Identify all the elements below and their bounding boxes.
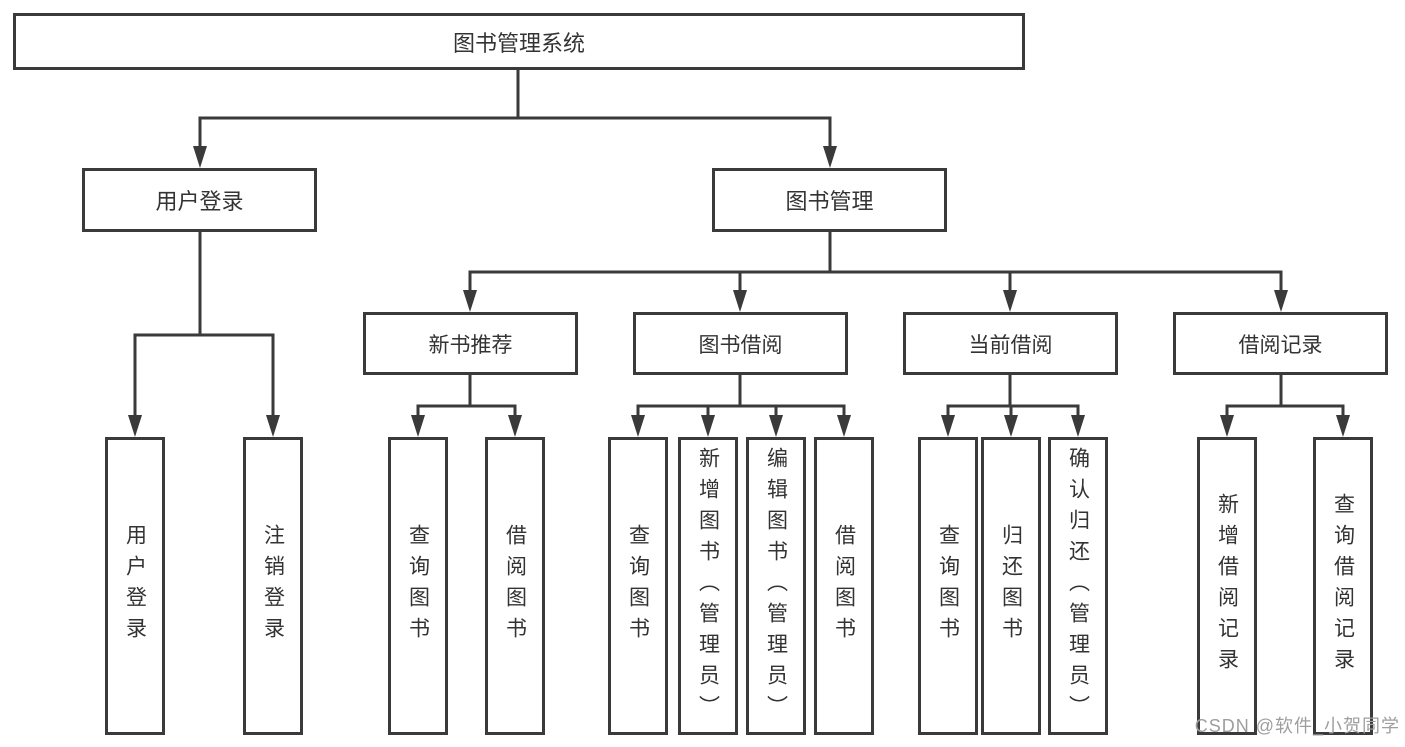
node-leaf-borrow-books-1: 借阅图书 xyxy=(485,437,545,735)
leaf-label: 新增图书（管理员） xyxy=(696,446,720,726)
node-book-management: 图书管理 xyxy=(712,168,947,232)
node-leaf-query-books-2: 查询图书 xyxy=(608,437,668,735)
connector-borrow-records-branch xyxy=(1220,373,1350,437)
node-leaf-add-book-admin: 新增图书（管理员） xyxy=(678,437,738,735)
arrowhead-icon xyxy=(193,146,207,168)
connector-root-to-level2 xyxy=(193,68,837,168)
arrowhead-icon xyxy=(1220,415,1234,437)
leaf-label: 借阅图书 xyxy=(503,524,527,648)
leaf-label: 查询图书 xyxy=(936,524,960,648)
node-leaf-logout: 注销登录 xyxy=(243,437,303,735)
connector-line xyxy=(946,373,1080,422)
node-new-book-recommend: 新书推荐 xyxy=(363,312,578,375)
node-leaf-borrow-books-2: 借阅图书 xyxy=(814,437,874,735)
node-borrow-records: 借阅记录 xyxy=(1173,312,1388,375)
leaf-label: 借阅图书 xyxy=(832,524,856,648)
arrowhead-icon xyxy=(463,290,477,312)
connector-line xyxy=(1225,373,1345,422)
arrowhead-icon xyxy=(701,415,715,437)
leaf-label: 查询图书 xyxy=(626,524,650,648)
leaf-label: 查询图书 xyxy=(406,524,430,648)
arrowhead-icon xyxy=(411,415,425,437)
connector-book-management-branch xyxy=(463,230,1288,312)
node-book-borrow: 图书借阅 xyxy=(633,312,848,375)
leaf-label: 确认归还（管理员） xyxy=(1066,446,1090,726)
node-library-management-system: 图书管理系统 xyxy=(13,13,1025,70)
leaf-label: 新增借阅记录 xyxy=(1215,493,1239,679)
arrowhead-icon xyxy=(266,415,280,437)
arrowhead-icon xyxy=(837,415,851,437)
node-leaf-add-borrow-record: 新增借阅记录 xyxy=(1197,437,1257,735)
node-leaf-query-books-3: 查询图书 xyxy=(918,437,978,735)
arrowhead-icon xyxy=(941,415,955,437)
arrowhead-icon xyxy=(1336,415,1350,437)
node-leaf-edit-book-admin: 编辑图书（管理员） xyxy=(746,437,806,735)
arrowhead-icon xyxy=(733,290,747,312)
leaf-label: 归还图书 xyxy=(999,524,1023,648)
connector-new-book-branch xyxy=(411,373,522,437)
arrowhead-icon xyxy=(631,415,645,437)
node-leaf-query-borrow-record: 查询借阅记录 xyxy=(1313,437,1373,735)
arrowhead-icon xyxy=(508,415,522,437)
node-leaf-user-login: 用户登录 xyxy=(105,437,165,735)
node-leaf-query-books-1: 查询图书 xyxy=(388,437,448,735)
arrowhead-icon xyxy=(1003,290,1017,312)
connector-line xyxy=(133,230,275,422)
arrowhead-icon xyxy=(1004,415,1018,437)
watermark: CSDN @软件_小贺同学 xyxy=(1194,716,1400,736)
leaf-label: 注销登录 xyxy=(261,524,285,648)
arrowhead-icon xyxy=(769,415,783,437)
node-leaf-confirm-return-admin: 确认归还（管理员） xyxy=(1048,437,1108,735)
connector-user-login-branch xyxy=(128,230,280,437)
connector-current-borrow-branch xyxy=(941,373,1085,437)
connector-book-borrow-branch xyxy=(631,373,851,437)
leaf-label: 查询借阅记录 xyxy=(1331,493,1355,679)
leaf-label: 用户登录 xyxy=(123,524,147,648)
connector-line xyxy=(636,373,846,422)
arrowhead-icon xyxy=(1071,415,1085,437)
node-current-borrow: 当前借阅 xyxy=(903,312,1118,375)
arrowhead-icon xyxy=(823,146,837,168)
arrowhead-icon xyxy=(128,415,142,437)
node-leaf-return-book: 归还图书 xyxy=(981,437,1041,735)
node-user-login: 用户登录 xyxy=(82,168,317,232)
arrowhead-icon xyxy=(1274,290,1288,312)
leaf-label: 编辑图书（管理员） xyxy=(764,446,788,726)
connector-line xyxy=(198,68,832,152)
connector-line xyxy=(468,230,1283,297)
connector-line xyxy=(416,373,517,422)
